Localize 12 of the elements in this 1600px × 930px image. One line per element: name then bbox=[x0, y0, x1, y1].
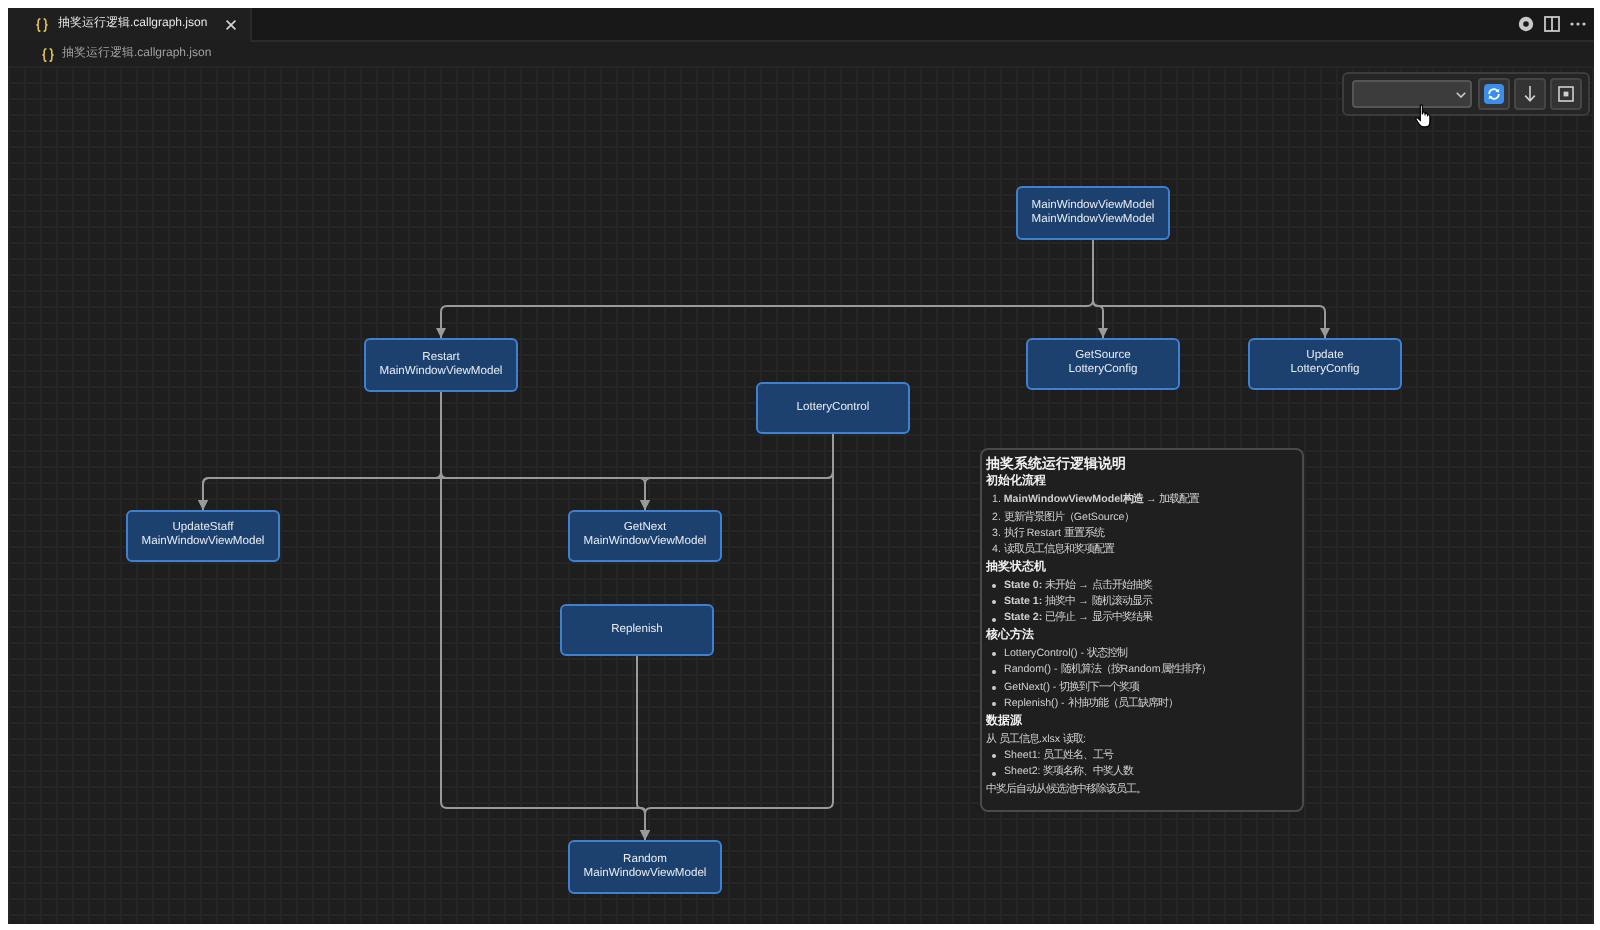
method-box bbox=[756, 382, 910, 434]
connector-arrow bbox=[1092, 239, 1330, 339]
method-box bbox=[560, 604, 714, 656]
method-box bbox=[1016, 186, 1170, 240]
method-box bbox=[364, 338, 518, 392]
method-box bbox=[568, 840, 722, 894]
note-panel bbox=[980, 448, 1304, 812]
method-box bbox=[1026, 338, 1180, 390]
method-box bbox=[126, 510, 280, 562]
connector-arrow bbox=[636, 655, 650, 841]
method-box bbox=[1248, 338, 1402, 390]
method-box bbox=[568, 510, 722, 562]
